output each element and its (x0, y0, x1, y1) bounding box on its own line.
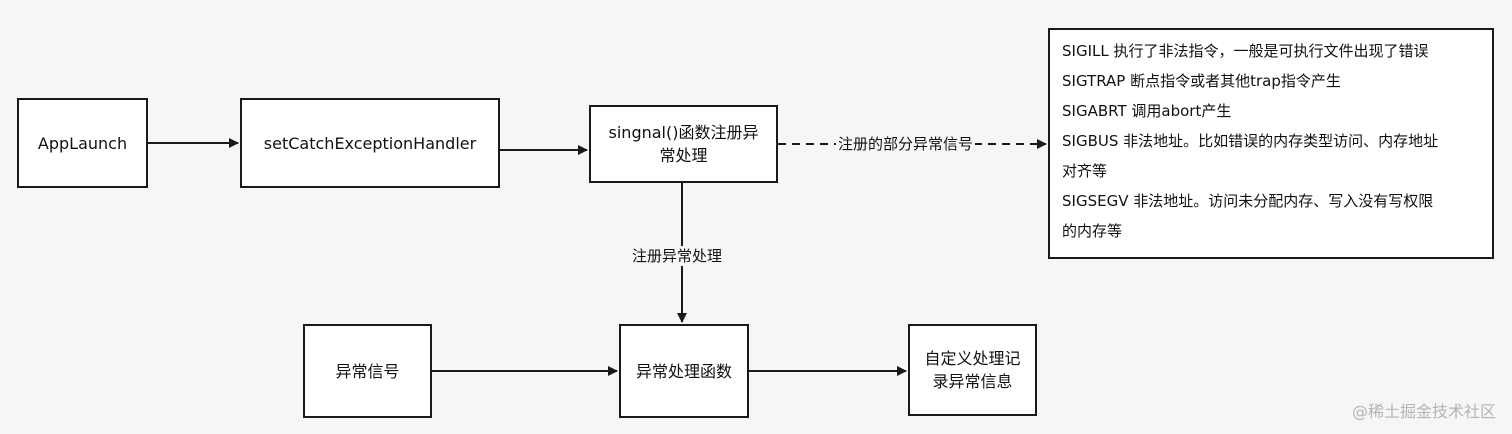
node-signal-register-label: singnal()函数注册异常处理 (608, 123, 759, 165)
node-handler-func-label: 异常处理函数 (635, 361, 732, 381)
note-line-sigbus-cont: 对齐等 (1062, 162, 1108, 180)
node-app-launch: AppLaunch (17, 98, 148, 188)
edge-label-register-handler: 注册异常处理 (630, 246, 725, 266)
note-line-sigill: SIGILL 执行了非法指令，一般是可执行文件出现了错误 (1062, 42, 1429, 60)
signals-note: SIGILL 执行了非法指令，一般是可执行文件出现了错误 SIGTRAP 断点指… (1048, 28, 1494, 259)
watermark: @稀土掘金技术社区 (1351, 402, 1496, 421)
node-custom-record-label: 自定义处理记录异常信息 (924, 349, 1021, 391)
node-set-handler-label: setCatchExceptionHandler (263, 133, 477, 153)
note-line-sigbus: SIGBUS 非法地址。比如错误的内存类型访问、内存地址 (1062, 132, 1439, 150)
node-exception-signal-label: 异常信号 (335, 361, 400, 381)
note-line-sigtrap: SIGTRAP 断点指令或者其他trap指令产生 (1062, 72, 1341, 90)
note-line-sigabrt: SIGABRT 调用abort产生 (1062, 102, 1232, 120)
node-app-launch-label: AppLaunch (37, 133, 128, 153)
note-line-sigsegv-cont: 的内存等 (1062, 222, 1123, 240)
node-set-catch-exception-handler: setCatchExceptionHandler (240, 98, 500, 188)
node-exception-signal: 异常信号 (303, 324, 432, 418)
node-handler-func: 异常处理函数 (619, 324, 749, 418)
node-signal-register: singnal()函数注册异常处理 (589, 105, 778, 183)
note-line-sigsegv: SIGSEGV 非法地址。访问未分配内存、写入没有写权限 (1062, 192, 1434, 210)
edge-label-register-some-signals: 注册的部分异常信号 (836, 134, 976, 154)
node-custom-record: 自定义处理记录异常信息 (908, 324, 1037, 416)
